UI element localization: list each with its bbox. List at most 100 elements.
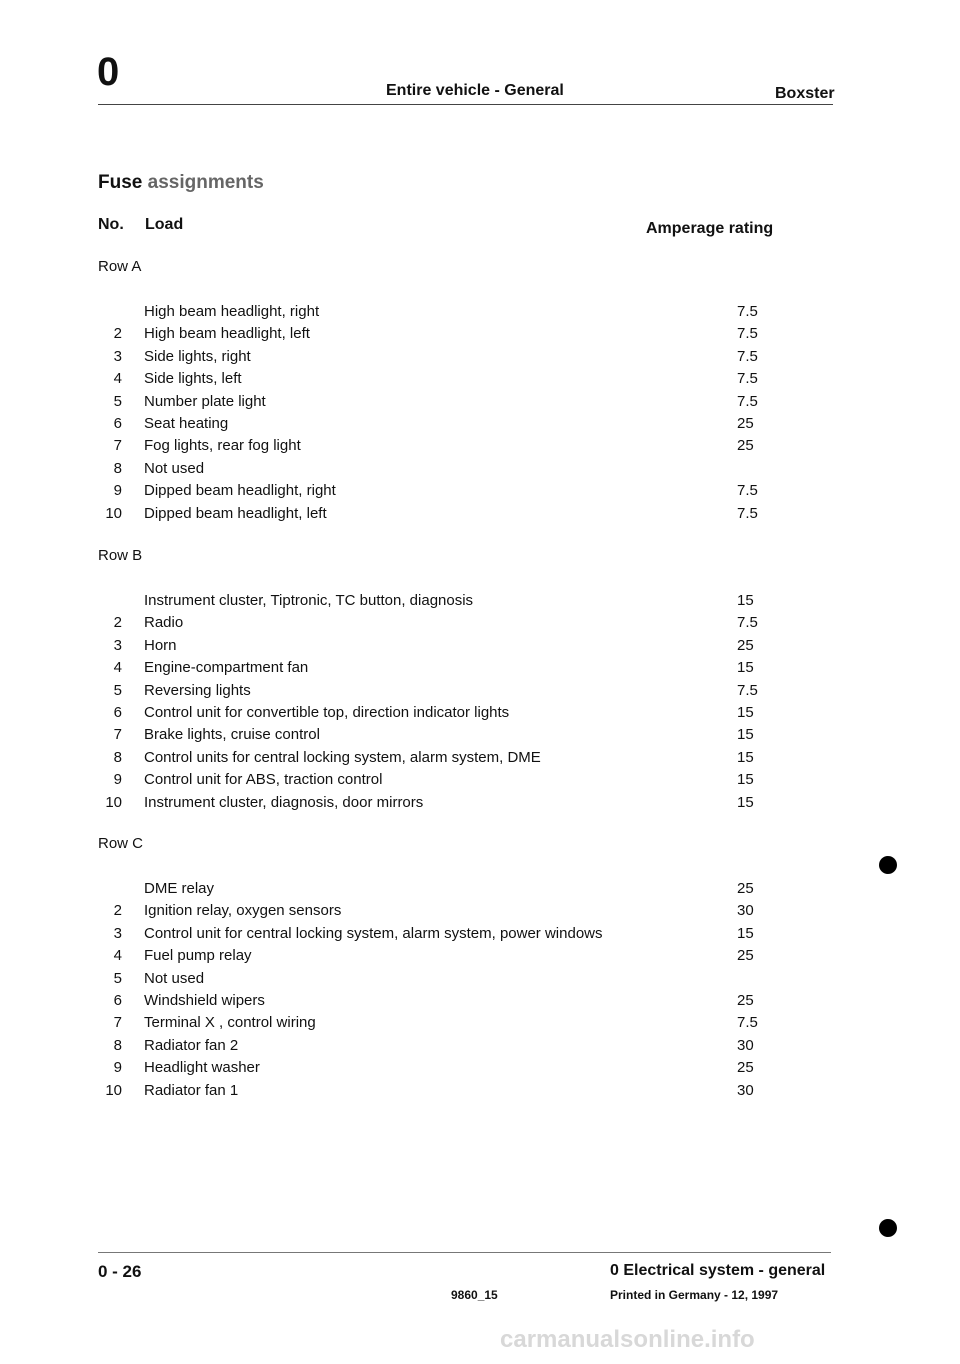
- chapter-number: 0: [97, 50, 120, 94]
- fuse-number: 5: [113, 970, 122, 987]
- section-title-bold: Fuse: [98, 172, 143, 193]
- fuse-load: Seat heating: [144, 415, 229, 432]
- fuse-amperage: 30: [737, 1037, 754, 1054]
- fuse-number: 6: [113, 704, 122, 721]
- fuse-number: 2: [113, 902, 122, 919]
- fuse-amperage: 15: [737, 749, 754, 766]
- row-group-label: Row B: [98, 547, 143, 564]
- fuse-number: 10: [105, 505, 122, 522]
- column-header-load: Load: [145, 216, 184, 233]
- fuse-number: 10: [105, 794, 122, 811]
- fuse-number: 5: [113, 393, 122, 410]
- fuse-load: High beam headlight, left: [144, 325, 310, 342]
- row-group-label: Row C: [98, 835, 144, 852]
- fuse-amperage: 25: [737, 415, 754, 432]
- fuse-amperage: 25: [737, 637, 754, 654]
- fuse-amperage: 15: [737, 925, 754, 942]
- fuse-amperage: 30: [737, 902, 754, 919]
- table-row: 3 Control unit for central locking system…: [0, 925, 960, 947]
- fuse-number: 3: [113, 637, 122, 654]
- fuse-number: 8: [113, 460, 122, 477]
- fuse-amperage: 15: [737, 771, 754, 788]
- fuse-load: Headlight washer: [144, 1059, 260, 1076]
- fuse-number: 3: [113, 925, 122, 942]
- header-brand: Boxster: [775, 85, 835, 102]
- fuse-amperage: 25: [737, 1059, 754, 1076]
- fuse-load: Dipped beam headlight, right: [144, 482, 336, 499]
- fuse-amperage: 25: [737, 992, 754, 1009]
- table-row: 3 Horn 25: [0, 637, 960, 659]
- fuse-amperage: 7.5: [737, 682, 758, 699]
- margin-bullet: [879, 1219, 897, 1237]
- watermark: carmanualsonline.info: [500, 1326, 755, 1353]
- section-title: Fuse assignments: [98, 172, 264, 194]
- fuse-number: 7: [113, 726, 122, 743]
- fuse-amperage: 7.5: [737, 348, 758, 365]
- table-row: 10 Dipped beam headlight, left 7.5: [0, 505, 960, 527]
- table-row: 6 Seat heating 25: [0, 415, 960, 437]
- table-row: 7 Terminal X , control wiring 7.5: [0, 1014, 960, 1036]
- footer-section: 0 Electrical system - general: [610, 1262, 826, 1279]
- fuse-load: Control unit for convertible top, direct…: [144, 704, 510, 721]
- fuse-number: 10: [105, 1082, 122, 1099]
- header-title: Entire vehicle - General: [386, 82, 564, 99]
- fuse-number: 6: [113, 415, 122, 432]
- fuse-load: Horn: [144, 637, 177, 654]
- fuse-load: Not used: [144, 460, 205, 477]
- fuse-amperage: 7.5: [737, 482, 758, 499]
- footer-code: 9860_15: [451, 1288, 498, 1302]
- fuse-number: 7: [113, 1014, 122, 1031]
- fuse-number: 5: [113, 682, 122, 699]
- fuse-load: Terminal X , control wiring: [144, 1014, 316, 1031]
- fuse-load: Instrument cluster, diagnosis, door mirr…: [144, 794, 424, 811]
- table-row: DME relay 25: [0, 880, 960, 902]
- fuse-load: DME relay: [144, 880, 215, 897]
- fuse-number: 4: [113, 370, 122, 387]
- fuse-load: Brake lights, cruise control: [144, 726, 320, 743]
- fuse-amperage: 25: [737, 880, 754, 897]
- fuse-amperage: 7.5: [737, 1014, 758, 1031]
- fuse-amperage: 7.5: [737, 303, 758, 320]
- row-group-label: Row A: [98, 258, 142, 275]
- fuse-number: 8: [113, 749, 122, 766]
- fuse-number: 2: [113, 325, 122, 342]
- footer-rule: [98, 1252, 831, 1253]
- fuse-load: Control unit for central locking system,…: [144, 925, 603, 942]
- fuse-amperage: 15: [737, 704, 754, 721]
- column-header-no: No.: [98, 216, 124, 233]
- fuse-amperage: 7.5: [737, 614, 758, 631]
- fuse-load: Radiator fan 2: [144, 1037, 239, 1054]
- fuse-load: Engine-compartment fan: [144, 659, 309, 676]
- fuse-load: Side lights, right: [144, 348, 251, 365]
- table-row: 2 Ignition relay, oxygen sensors 30: [0, 902, 960, 924]
- fuse-number: 2: [113, 614, 122, 631]
- margin-bullet: [879, 856, 897, 874]
- fuse-amperage: 15: [737, 592, 754, 609]
- fuse-amperage: 7.5: [737, 505, 758, 522]
- fuse-amperage: 15: [737, 794, 754, 811]
- table-row: Instrument cluster, Tiptronic, TC button…: [0, 592, 960, 614]
- fuse-number: 3: [113, 348, 122, 365]
- fuse-number: 6: [113, 992, 122, 1009]
- page-number: 0 - 26: [98, 1262, 142, 1281]
- fuse-amperage: 7.5: [737, 325, 758, 342]
- footer-printed: Printed in Germany - 12, 1997: [610, 1288, 779, 1302]
- fuse-load: Control unit for ABS, traction control: [144, 771, 383, 788]
- table-row: 10 Instrument cluster, diagnosis, door mi…: [0, 794, 960, 816]
- fuse-load: High beam headlight, right: [144, 303, 320, 320]
- fuse-load: Dipped beam headlight, left: [144, 505, 327, 522]
- table-row: 8 Not used: [0, 460, 960, 482]
- header-rule: [98, 104, 833, 105]
- fuse-load: Ignition relay, oxygen sensors: [144, 902, 342, 919]
